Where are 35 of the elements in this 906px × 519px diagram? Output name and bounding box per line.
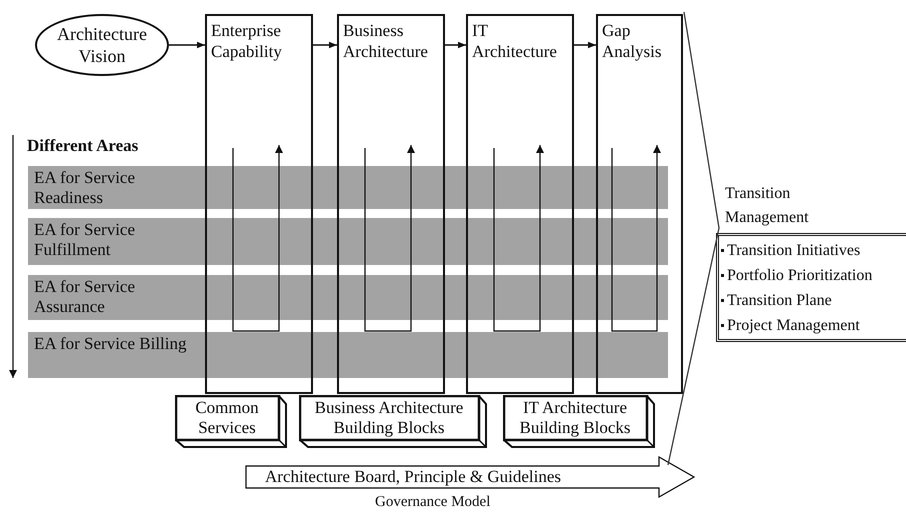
arrow: [574, 42, 596, 48]
area-band: [28, 332, 668, 378]
block-label: IT Architecture Building Blocks: [518, 398, 632, 438]
building-block: [503, 395, 655, 448]
list-item: Transition Plane: [727, 290, 832, 310]
arrow-label: Architecture Board, Principle & Guidelines: [265, 467, 561, 487]
column-title: Gap Analysis: [602, 20, 662, 62]
area-heading: Different Areas: [27, 136, 138, 156]
building-block: [175, 395, 287, 448]
arrow: [169, 42, 205, 48]
list-item: Transition Initiatives: [727, 240, 860, 260]
band-label: EA for Service Billing: [34, 334, 188, 354]
list-item: Portfolio Prioritization: [727, 266, 872, 286]
node-label: Architecture Vision: [57, 23, 147, 67]
list-item: Project Management: [727, 316, 860, 336]
column-title: IT Architecture: [472, 20, 558, 62]
column-title: Business Architecture: [343, 20, 429, 62]
panel-heading: Transition Management: [725, 184, 810, 228]
band-label: EA for Service Fulfillment: [34, 220, 136, 260]
arrow: [313, 42, 337, 48]
column-title: Enterprise Capability: [211, 20, 283, 62]
building-block: [299, 395, 487, 448]
arrow: [445, 42, 466, 48]
block-label: Common Services: [194, 398, 260, 438]
area-band: [28, 275, 668, 320]
stage-column: [205, 14, 313, 394]
area-band: [28, 166, 668, 209]
stage-column: [337, 14, 445, 394]
block-label: Business Architecture Building Blocks: [314, 398, 464, 438]
area-band: [28, 218, 668, 265]
stage-column: [466, 14, 574, 394]
band-label: EA for Service Assurance: [34, 277, 136, 317]
band-label: EA for Service Readiness: [34, 168, 136, 208]
node-label: Governance Model: [375, 493, 490, 511]
stage-column: [596, 14, 683, 394]
